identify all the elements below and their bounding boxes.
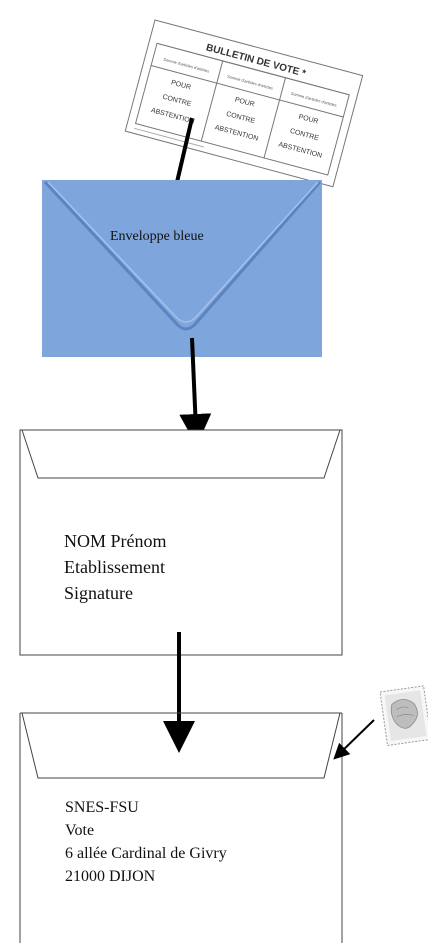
- inner-envelope: [19, 429, 343, 656]
- blue-envelope: [42, 180, 322, 357]
- inner-envelope-line-signature: Signature: [64, 583, 133, 603]
- ballot-paper: BULLETIN DE VOTE * Somme d'articles d'ar…: [124, 19, 364, 188]
- outer-envelope-line-city: 21000 DIJON: [65, 868, 156, 885]
- ballot-col1-pour: POUR: [170, 79, 191, 91]
- inner-envelope-line-establishment: Etablissement: [64, 557, 165, 577]
- postage-stamp-icon: [379, 685, 428, 747]
- inner-envelope-line-name: NOM Prénom: [64, 531, 167, 551]
- outer-envelope-line-vote: Vote: [65, 822, 95, 839]
- outer-envelope-line-org: SNES-FSU: [65, 799, 139, 816]
- ballot-col3-pour: POUR: [298, 114, 319, 126]
- ballot-col2-pour: POUR: [234, 97, 255, 109]
- arrow-stamp-to-outer-envelope: [333, 719, 375, 760]
- blue-envelope-label: Enveloppe bleue: [110, 229, 204, 244]
- outer-envelope-line-street: 6 allée Cardinal de Givry: [65, 845, 227, 862]
- arrow-blue-to-inner-envelope: [179, 337, 212, 446]
